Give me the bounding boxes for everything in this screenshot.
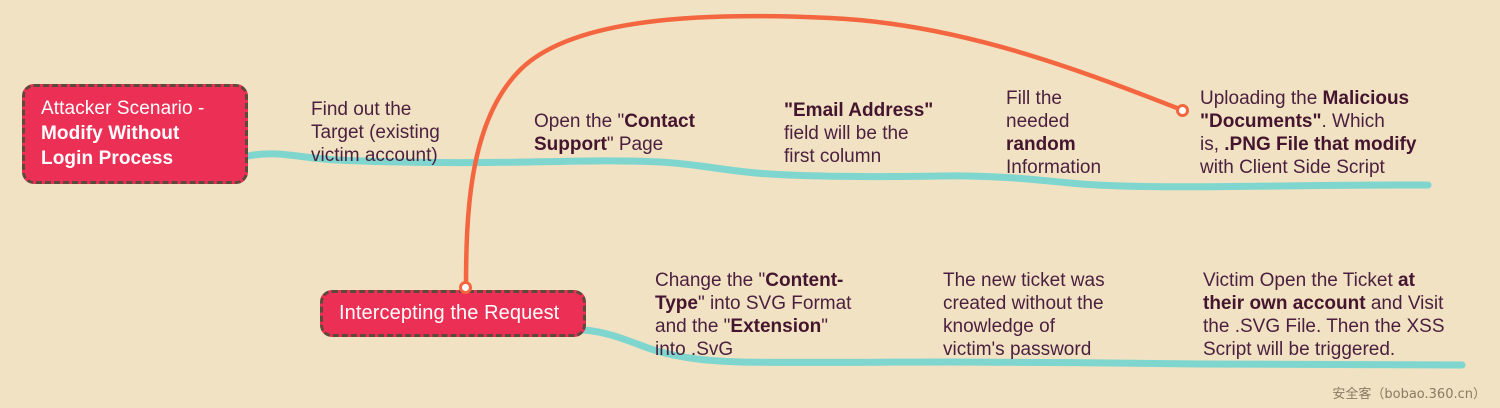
topic-malicious-documents[interactable]: Uploading the Malicious"Documents". Whic… bbox=[1200, 88, 1417, 178]
watermark: 安全客（bobao.360.cn） bbox=[1332, 387, 1486, 402]
node-attacker-scenario[interactable]: Attacker Scenario - Modify Without Login… bbox=[22, 84, 248, 184]
node-root-line-1: Attacker Scenario - bbox=[41, 98, 205, 119]
node-intercepting-the-request[interactable]: Intercepting the Request bbox=[320, 290, 586, 337]
cross-link-end-marker-icon bbox=[1176, 104, 1189, 117]
topic-content-type-svg[interactable]: Change the "Content-Type" into SVG Forma… bbox=[655, 270, 852, 360]
cross-link-start-marker-icon bbox=[459, 281, 472, 294]
node-root-line-2: Modify Without bbox=[41, 123, 180, 144]
node-root-line-3: Login Process bbox=[41, 148, 174, 169]
node-intercept-label: Intercepting the Request bbox=[339, 302, 560, 324]
